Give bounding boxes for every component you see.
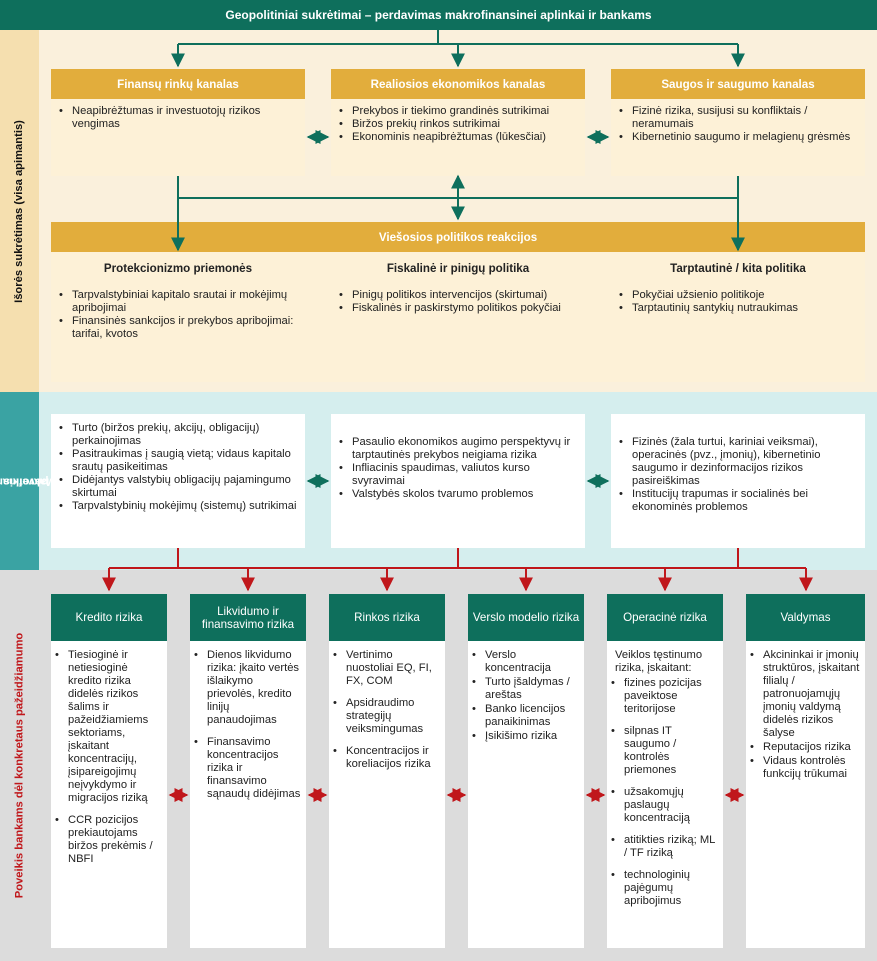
risk-body-operational: Veiklos tęstinumo rizika, įskaitant: fiz…	[607, 641, 723, 948]
list-item: Turto (biržos prekių, akcijų, obligacijų…	[57, 422, 297, 448]
side-label-bank: Poveikis bankams dėl konkretaus pažeidži…	[0, 570, 39, 961]
list-item: Tarpvalstybinių mokėjimų (sistemų) sutri…	[57, 500, 297, 513]
list-item: Infliacinis spaudimas, valiutos kurso sv…	[337, 462, 577, 488]
diagram-title: Geopolitiniai sukrėtimai – perdavimas ma…	[0, 0, 877, 30]
title-to-channels-arrows	[171, 30, 745, 68]
risk-title-market: Rinkos rizika	[329, 594, 445, 641]
policy-group-fiscal-monetary: Fiskalinė ir pinigų politika Pinigų poli…	[331, 262, 585, 315]
macro-box-markets: Turto (biržos prekių, akcijų, obligacijų…	[51, 414, 305, 548]
list-item: Institucijų trapumas ir socialinės bei e…	[617, 488, 857, 514]
policy-group-title: Tarptautinė / kita politika	[670, 262, 806, 275]
channels-to-policy-arrows	[171, 174, 745, 252]
list-item: Dienos likvidumo rizika: įkaito vertės i…	[192, 649, 302, 727]
channel-title: Saugos ir saugumo kanalas	[611, 69, 865, 99]
list-item: Koncentracijos ir koreliacijos rizika	[331, 745, 441, 771]
list-item: Valstybės skolos tvarumo problemos	[337, 488, 577, 501]
list-item: Kibernetinio saugumo ir melagienų grėsmė…	[617, 131, 857, 144]
operational-intro: Veiklos tęstinumo rizika, įskaitant:	[615, 649, 703, 674]
policy-title: Viešosios politikos reakcijos	[51, 222, 865, 252]
list-item: Prekybos ir tiekimo grandinės sutrikimai	[337, 105, 577, 118]
list-item: Pokyčiai užsienio politikoje	[617, 289, 857, 302]
macro-to-risk-arrows	[102, 548, 813, 592]
list-item: Tarpvalstybiniai kapitalo srautai ir mok…	[57, 289, 297, 315]
policy-group-title: Protekcionizmo priemonės	[103, 262, 253, 275]
list-item: atitikties riziką; ML / TF riziką	[609, 834, 719, 860]
risk-body-governance: Akcininkai ir įmonių struktūros, įskaita…	[746, 641, 865, 948]
list-item: Tarptautinių santykių nutraukimas	[617, 302, 857, 315]
risk-title-credit: Kredito rizika	[51, 594, 167, 641]
side-label-macro: Makrofinansinispoveikis	[0, 392, 56, 570]
channel-title: Realiosios ekonomikos kanalas	[331, 69, 585, 99]
macro-box-economy: Pasaulio ekonomikos augimo perspektyvų i…	[331, 414, 585, 548]
risk-title-governance: Valdymas	[746, 594, 865, 641]
list-item: Akcininkai ir įmonių struktūros, įskaita…	[748, 649, 861, 740]
list-item: Pinigų politikos intervencijos (skirtuma…	[337, 289, 577, 302]
channel-box-security: Saugos ir saugumo kanalas Fizinė rizika,…	[611, 69, 865, 176]
channel-box-real-economy: Realiosios ekonomikos kanalas Prekybos i…	[331, 69, 585, 176]
list-item: fizines pozicijas paveiktose teritorijos…	[609, 677, 719, 716]
list-item: Apsidraudimo strategijų veiksmingumas	[331, 697, 441, 736]
list-item: Fiskalinės ir paskirstymo politikos poky…	[337, 302, 577, 315]
risk-title-operational: Operacinė rizika	[607, 594, 723, 641]
risk-title-liquidity: Likvidumo ir finansavimo rizika	[190, 594, 306, 641]
list-item: Įsikišimo rizika	[470, 730, 580, 743]
list-item: Fizinės (žala turtui, kariniai veiksmai)…	[617, 436, 857, 488]
list-item: užsakomųjų paslaugų koncentraciją	[609, 786, 719, 825]
list-item: Biržos prekių rinkos sutrikimai	[337, 118, 577, 131]
list-item: Reputacijos rizika	[748, 741, 861, 754]
policy-group-international: Tarptautinė / kita politika Pokyčiai užs…	[611, 262, 865, 315]
macro-box-security: Fizinės (žala turtui, kariniai veiksmai)…	[611, 414, 865, 548]
list-item: Vidaus kontrolės funkcijų trūkumai	[748, 755, 861, 781]
list-item: Fizinė rizika, susijusi su konfliktais /…	[617, 105, 857, 131]
list-item: Turto įšaldymas / areštas	[470, 676, 580, 702]
side-label-external: Išorės sukrėtimas (visa apimantis)	[0, 30, 39, 392]
risk-body-liquidity: Dienos likvidumo rizika: įkaito vertės i…	[190, 641, 306, 948]
list-item: Finansavimo koncentracijos rizika ir fin…	[192, 736, 302, 801]
risk-body-credit: Tiesioginė ir netiesioginė kredito rizik…	[51, 641, 167, 948]
risk-body-business-model: Verslo koncentracija Turto įšaldymas / a…	[468, 641, 584, 948]
list-item: CCR pozicijos prekiautojams biržos prekė…	[53, 814, 163, 866]
channel-box-financial: Finansų rinkų kanalas Neapibrėžtumas ir …	[51, 69, 305, 176]
risk-body-market: Vertinimo nuostoliai EQ, FI, FX, COM Aps…	[329, 641, 445, 948]
list-item: Verslo koncentracija	[470, 649, 580, 675]
list-item: Pasaulio ekonomikos augimo perspektyvų i…	[337, 436, 577, 462]
list-item: Banko licencijos panaikinimas	[470, 703, 580, 729]
list-item: Finansinės sankcijos ir prekybos apriboj…	[57, 315, 297, 341]
list-item: Tiesioginė ir netiesioginė kredito rizik…	[53, 649, 163, 805]
list-item: Ekonominis neapibrėžtumas (lūkesčiai)	[337, 131, 577, 144]
policy-group-protectionism: Protekcionizmo priemonės Tarpvalstybinia…	[51, 262, 305, 341]
channel-title: Finansų rinkų kanalas	[51, 69, 305, 99]
policy-group-title: Fiskalinė ir pinigų politika	[386, 262, 530, 275]
list-item: Pasitraukimas į saugią vietą; vidaus kap…	[57, 448, 297, 474]
list-item: silpnas IT saugumo / kontrolės priemones	[609, 725, 719, 777]
list-item: technologinių pajėgumų apribojimus	[609, 869, 719, 908]
list-item: Vertinimo nuostoliai EQ, FI, FX, COM	[331, 649, 441, 688]
list-item: Didėjantys valstybių obligacijų pajaming…	[57, 474, 297, 500]
risk-title-business-model: Verslo modelio rizika	[468, 594, 584, 641]
list-item: Neapibrėžtumas ir investuotojų rizikos v…	[57, 105, 297, 131]
